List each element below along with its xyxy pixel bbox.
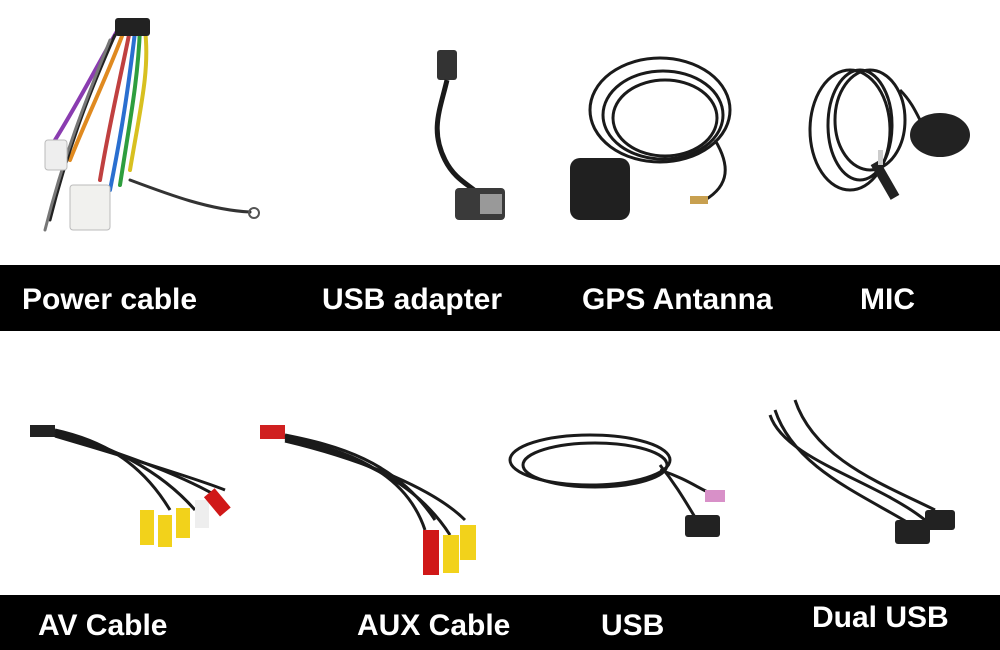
gps-antenna-label: GPS Antanna bbox=[582, 283, 773, 316]
av-cable-image bbox=[20, 330, 240, 595]
mic-label: MIC bbox=[860, 283, 915, 316]
dual-usb-cable-image bbox=[755, 330, 960, 595]
bottom-product-images bbox=[0, 330, 1000, 595]
aux-cable-image bbox=[255, 330, 485, 595]
power-cable-label: Power cable bbox=[22, 283, 198, 316]
av-cable-label: AV Cable bbox=[38, 609, 168, 642]
usb-label: USB bbox=[601, 609, 665, 642]
power-cable-harness-image bbox=[10, 0, 280, 265]
aux-cable-label: AUX Cable bbox=[357, 609, 511, 642]
top-product-images bbox=[0, 0, 1000, 265]
gps-antenna-image bbox=[555, 0, 755, 265]
top-label-band: Power cable USB adapter GPS Antanna MIC bbox=[0, 265, 1000, 331]
dual-usb-label: Dual USB bbox=[812, 601, 949, 634]
usb-adapter-image bbox=[400, 0, 530, 265]
usb-adapter-label: USB adapter bbox=[322, 283, 503, 316]
microphone-image bbox=[790, 0, 980, 265]
usb-cable-image bbox=[500, 330, 740, 595]
bottom-label-band: AV Cable AUX Cable USB Dual USB bbox=[0, 595, 1000, 650]
